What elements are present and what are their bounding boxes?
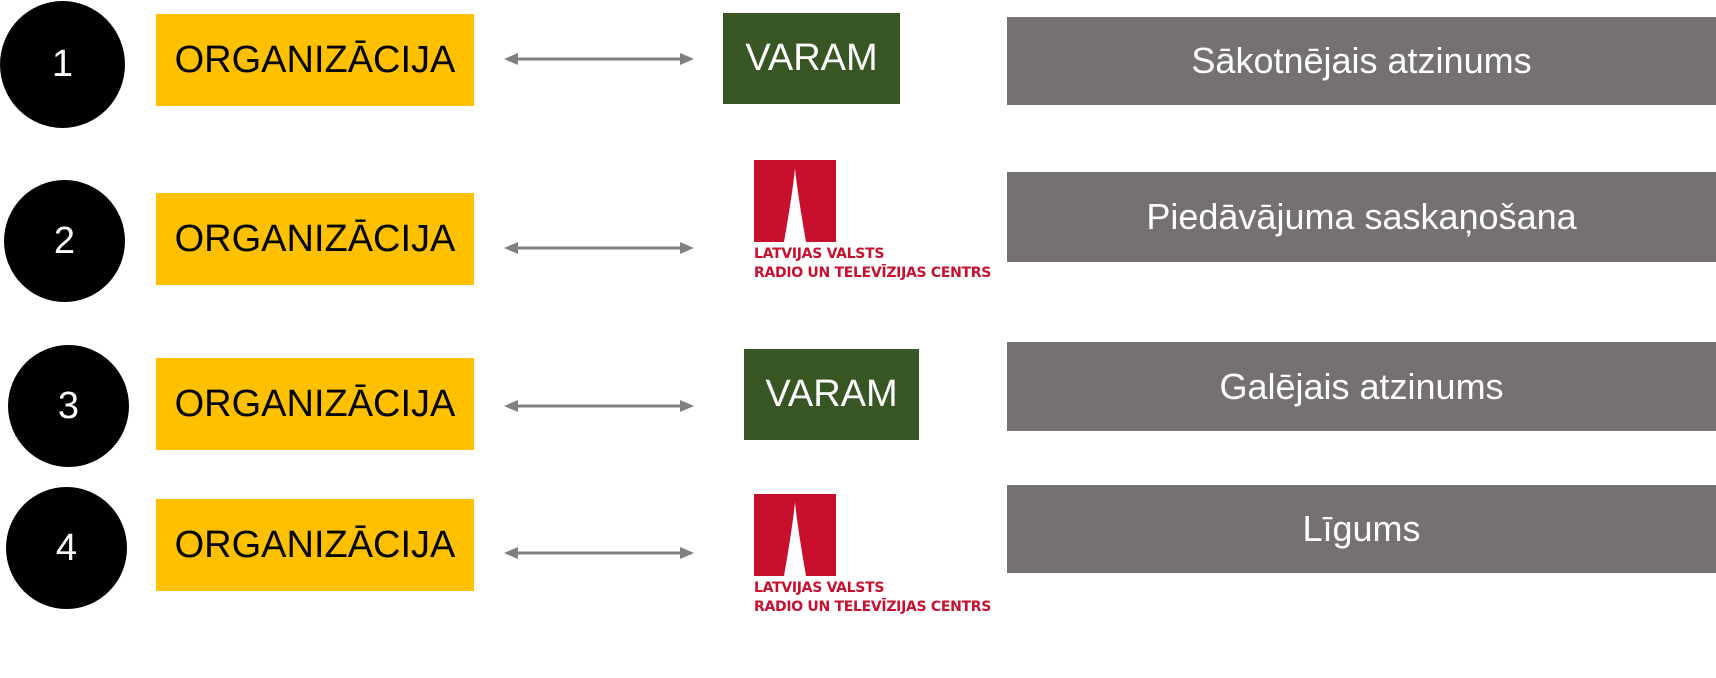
organization-label: ORGANIZĀCIJA [174, 38, 456, 81]
organization-label: ORGANIZĀCIJA [174, 217, 456, 260]
logo-text-line2: RADIO UN TELEVĪZIJAS CENTRS [754, 599, 992, 615]
step-box: Galējais atzinums [1007, 342, 1716, 431]
step-number: 2 [53, 219, 76, 262]
lvrtc-logo: LATVIJAS VALSTS RADIO UN TELEVĪZIJAS CEN… [754, 494, 994, 624]
varam-label: VARAM [745, 37, 878, 79]
double-arrow-icon [504, 242, 694, 254]
step-number-circle: 1 [0, 1, 125, 128]
step-number-circle: 3 [8, 345, 129, 467]
step-label: Sākotnējais atzinums [1191, 40, 1532, 81]
varam-label: VARAM [765, 373, 898, 415]
step-label: Līgums [1302, 508, 1421, 549]
step-number-circle: 4 [6, 487, 127, 609]
organization-box: ORGANIZĀCIJA [156, 193, 474, 285]
double-arrow-icon [504, 53, 694, 65]
logo-text-line1: LATVIJAS VALSTS [754, 246, 885, 262]
step-label: Piedāvājuma saskaņošana [1146, 196, 1577, 237]
step-number: 3 [57, 384, 80, 427]
organization-label: ORGANIZĀCIJA [174, 382, 456, 425]
logo-text-line1: LATVIJAS VALSTS [754, 580, 885, 596]
organization-box: ORGANIZĀCIJA [156, 14, 474, 106]
lvrtc-mark-icon [754, 494, 836, 576]
step-box: Sākotnējais atzinums [1007, 17, 1716, 105]
organization-box: ORGANIZĀCIJA [156, 499, 474, 591]
step-number-circle: 2 [4, 180, 125, 302]
double-arrow-icon [504, 400, 694, 412]
step-number: 4 [55, 526, 78, 569]
lvrtc-logo: LATVIJAS VALSTS RADIO UN TELEVĪZIJAS CEN… [754, 160, 994, 290]
step-number: 1 [51, 43, 74, 85]
varam-box: VARAM [744, 349, 919, 440]
organization-label: ORGANIZĀCIJA [174, 523, 456, 566]
organization-box: ORGANIZĀCIJA [156, 358, 474, 450]
lvrtc-mark-icon [754, 160, 836, 242]
step-box: Piedāvājuma saskaņošana [1007, 172, 1716, 262]
double-arrow-icon [504, 547, 694, 559]
varam-box: VARAM [723, 13, 900, 104]
logo-text-line2: RADIO UN TELEVĪZIJAS CENTRS [754, 265, 992, 281]
step-label: Galējais atzinums [1219, 365, 1504, 407]
step-box: Līgums [1007, 485, 1716, 573]
